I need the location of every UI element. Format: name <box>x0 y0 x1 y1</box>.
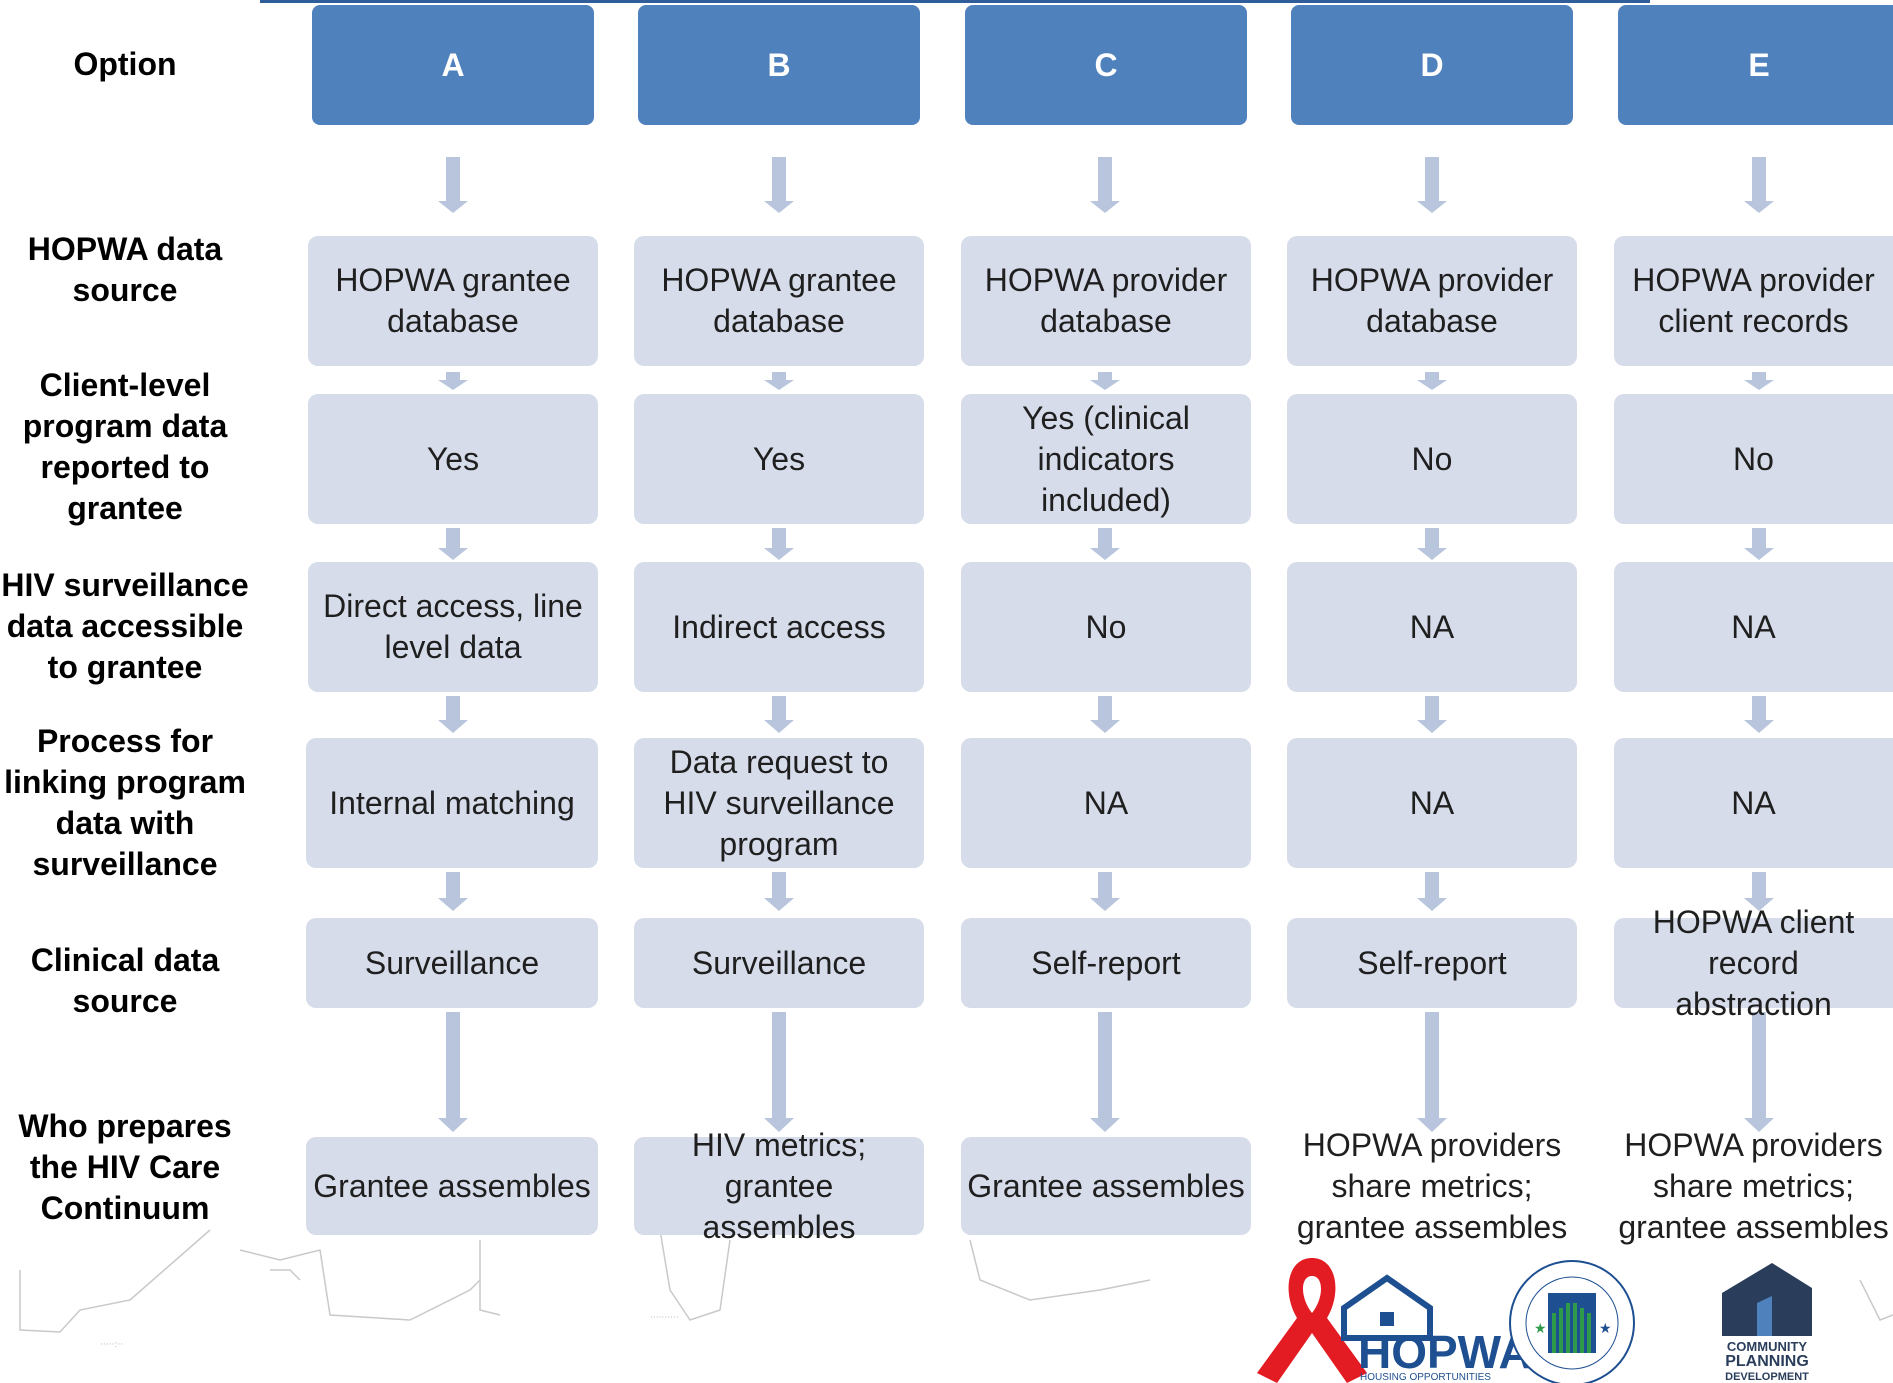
svg-text:★: ★ <box>1534 1320 1547 1336</box>
row-label-option: Option <box>73 45 177 82</box>
cell-a-who-prepares: Grantee assembles <box>306 1137 598 1235</box>
hopwa-logo-sub1: HOUSING OPPORTUNITIES <box>1360 1372 1491 1383</box>
cell-a-surveillance-access: Direct access, line level data <box>308 562 598 692</box>
row-label-linking: Process for linking program data with su… <box>4 723 246 882</box>
svg-text:·····:··: ·····:·· <box>100 1340 123 1350</box>
svg-text:★: ★ <box>1599 1320 1612 1336</box>
cell-c-data-source: HOPWA provider database <box>961 236 1251 366</box>
cell-c-linking: NA <box>961 738 1251 868</box>
cell-e-clinical: HOPWA client record abstraction <box>1614 904 1893 1022</box>
arrow-col-e <box>1744 157 1774 1132</box>
arrow-col-c <box>1090 157 1120 1132</box>
cell-a-clinical: Surveillance <box>306 918 598 1008</box>
cell-c-who-prepares: Grantee assembles <box>961 1137 1251 1235</box>
cpd-line2: PLANNING <box>1725 1353 1809 1370</box>
map-outline-decoration: ·····:·· ·········· <box>19 1229 1893 1350</box>
row-label-client-level: Client-level program data reported to gr… <box>22 367 228 526</box>
option-e-header: E <box>1618 5 1893 125</box>
cell-c-clinical: Self-report <box>961 918 1251 1008</box>
cell-b-linking: Data request to HIV surveillance program <box>634 738 924 868</box>
hopwa-ribbon-icon <box>1257 1258 1367 1383</box>
partner-logos: HOPWA HOUSING OPPORTUNITIES ★ ★ COMMUNIT… <box>1257 1258 1812 1383</box>
hud-seal-icon: ★ ★ <box>1509 1260 1635 1383</box>
row-label-who-prepares: Who prepares the HIV Care Continuum <box>18 1107 232 1226</box>
row-label-clinical: Clinical data source <box>30 942 220 1019</box>
cell-d-who-prepares: HOPWA providers share metrics; grantee a… <box>1296 1126 1568 1245</box>
cell-a-client-level: Yes <box>308 394 598 524</box>
cell-c-surveillance-access: No <box>961 562 1251 692</box>
option-d-header: D <box>1291 5 1573 125</box>
svg-text:··········: ·········· <box>650 1313 679 1323</box>
cell-e-who-prepares: HOPWA providers share metrics; grantee a… <box>1618 1126 1889 1245</box>
arrow-col-d <box>1417 157 1447 1132</box>
cell-e-data-source: HOPWA provider client records <box>1614 236 1893 366</box>
cell-e-linking: NA <box>1614 738 1893 868</box>
cell-b-clinical: Surveillance <box>634 918 924 1008</box>
cell-e-client-level: No <box>1614 394 1893 524</box>
cell-e-surveillance-access: NA <box>1614 562 1893 692</box>
cpd-line1: COMMUNITY <box>1727 1339 1807 1354</box>
cell-d-data-source: HOPWA provider database <box>1287 236 1577 366</box>
cpd-line3: DEVELOPMENT <box>1725 1371 1809 1383</box>
cpd-logo-icon <box>1722 1263 1812 1336</box>
cell-b-who-prepares: HIV metrics; grantee assembles <box>634 1127 924 1245</box>
row-label-surveillance-access: HIV surveillance data accessible to gran… <box>1 566 249 685</box>
cell-a-linking: Internal matching <box>306 738 598 868</box>
arrow-col-b <box>764 157 794 1132</box>
cell-d-surveillance-access: NA <box>1287 562 1577 692</box>
cell-d-linking: NA <box>1287 738 1577 868</box>
hopwa-house-icon <box>1341 1274 1433 1341</box>
option-c-header: C <box>965 5 1247 125</box>
top-divider <box>260 0 1650 3</box>
cell-d-client-level: No <box>1287 394 1577 524</box>
row-label-data-source: HOPWA data source <box>27 231 223 308</box>
cell-d-clinical: Self-report <box>1287 918 1577 1008</box>
option-a-header: A <box>312 5 594 125</box>
cell-b-data-source: HOPWA grantee database <box>634 236 924 366</box>
cell-a-data-source: HOPWA grantee database <box>308 236 598 366</box>
option-b-header: B <box>638 5 920 125</box>
arrow-col-a <box>438 157 468 1132</box>
hopwa-logo-word: HOPWA <box>1358 1326 1532 1378</box>
cell-c-client-level: Yes (clinical indicators included) <box>961 394 1251 524</box>
cell-b-client-level: Yes <box>634 394 924 524</box>
cell-b-surveillance-access: Indirect access <box>634 562 924 692</box>
